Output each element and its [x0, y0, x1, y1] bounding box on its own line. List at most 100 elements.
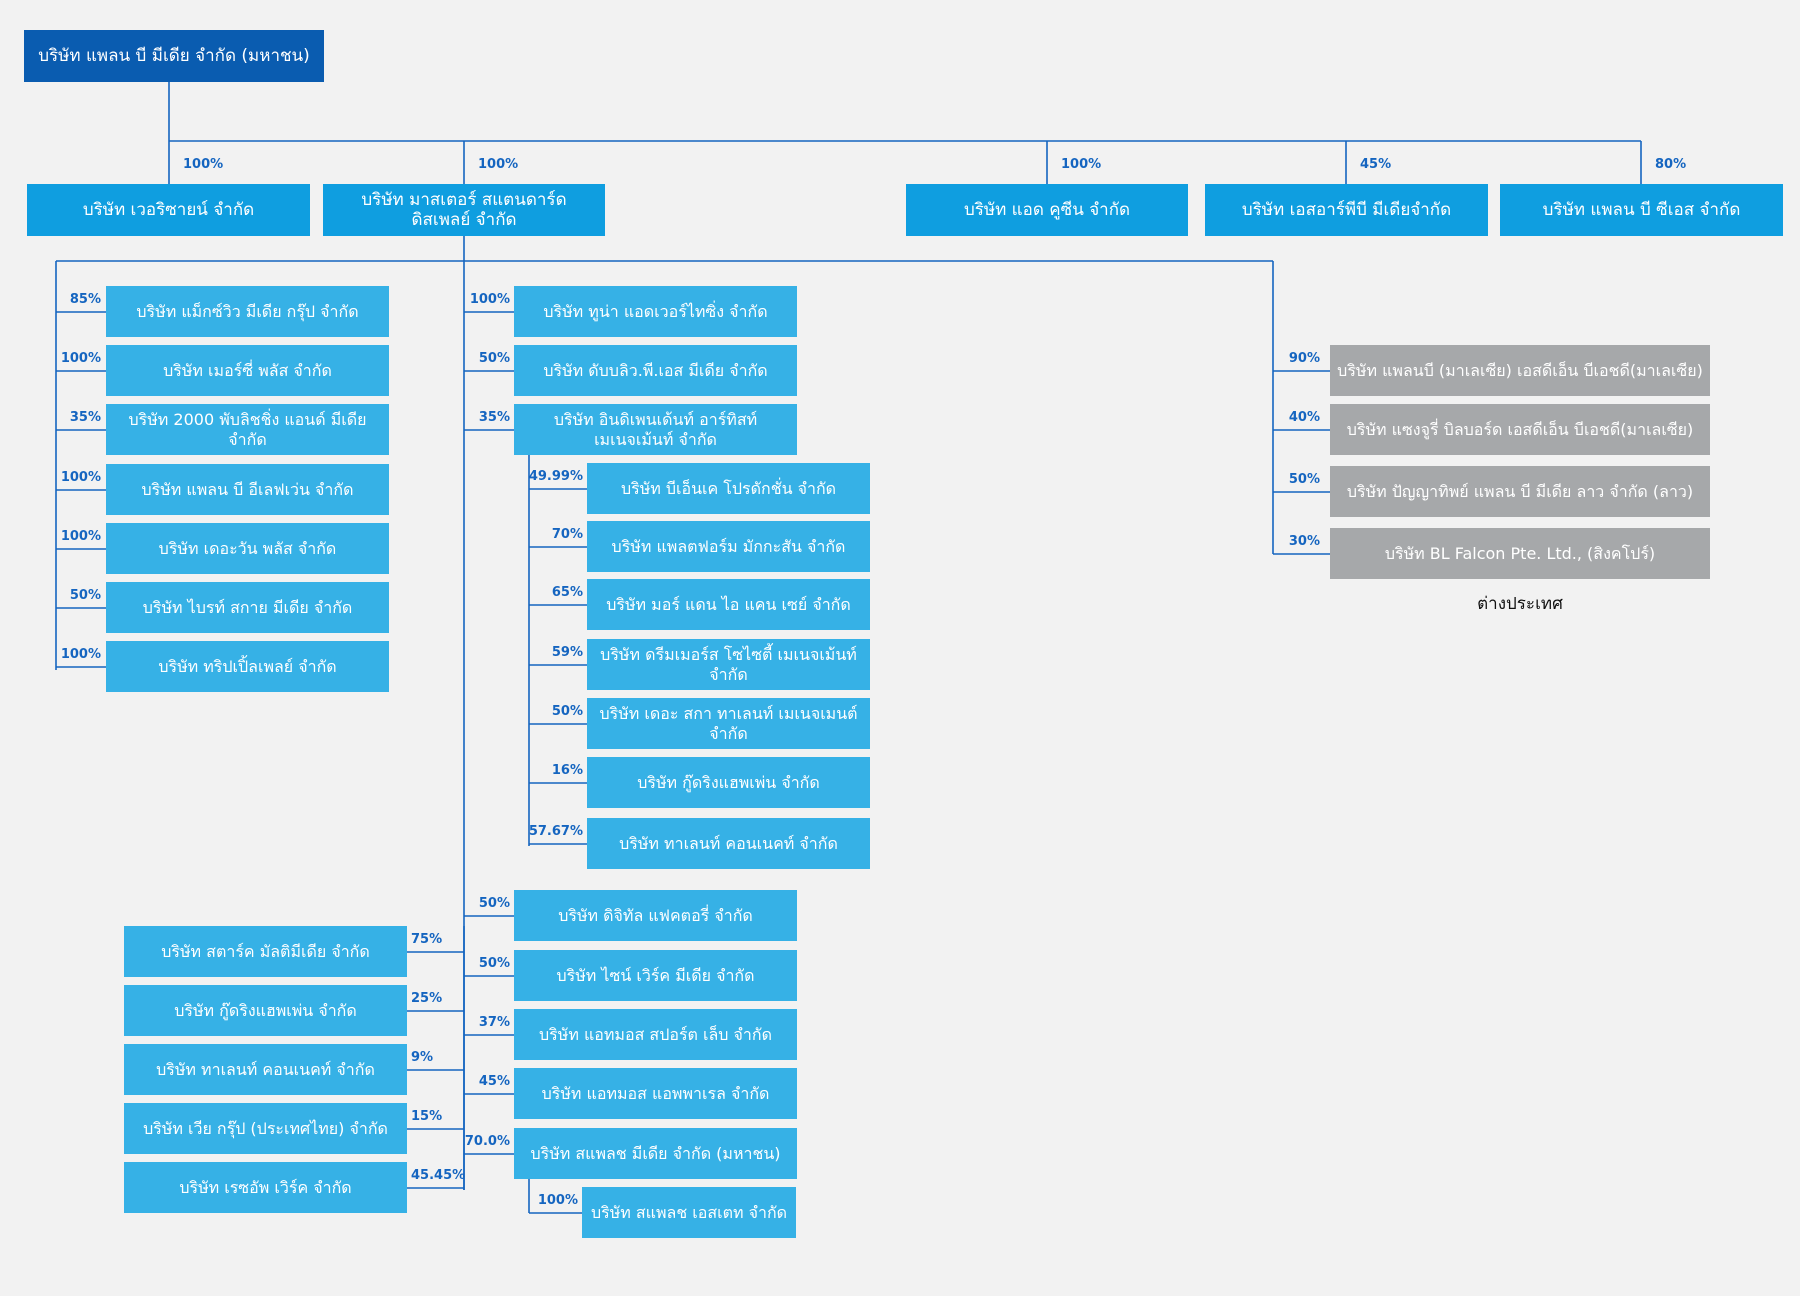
center-group-percentage: 100% [469, 292, 510, 307]
iam-subsidiary-box-label: บริษัท เดอะ สกา ทาเลนท์ เมเนจเมนต์ จำกัด [599, 703, 858, 743]
lower-right-percentage: 50% [478, 956, 510, 971]
center-group-company-box-label: บริษัท อินดิเพนเด้นท์ อาร์ทิสท์ เมเนจเม้… [553, 409, 758, 449]
foreign-percentage: 30% [1288, 534, 1320, 549]
left-group-company-box-label: บริษัท เดอะวัน พลัส จำกัด [158, 538, 337, 558]
splash-percentage: 100% [537, 1193, 578, 1208]
foreign-caption: ต่างประเทศ [1477, 594, 1563, 614]
lower-left-company-box-label: บริษัท เรซอัพ เวิร์ค จำกัด [179, 1177, 352, 1197]
iam-subsidiary-box: บริษัท ทาเลนท์ คอนเนคท์ จำกัด [587, 818, 870, 869]
foreign-percentage: 40% [1288, 410, 1320, 425]
foreign-company-box-label: บริษัท BL Falcon Pte. Ltd., (สิงคโปร์) [1384, 543, 1656, 563]
iam-subsidiary-box-label: บริษัท ทาเลนท์ คอนเนคท์ จำกัด [619, 833, 838, 853]
lower-left-company-box-label: บริษัท สตาร์ค มัลติมีเดีย จำกัด [161, 941, 370, 961]
left-group-company-box-label: บริษัท ทริปเปิ้ลเพลย์ จำกัด [158, 656, 337, 676]
level1-percentage: 100% [183, 157, 224, 172]
level1-percentage: 80% [1655, 157, 1687, 172]
lower-right-percentage: 37% [478, 1015, 510, 1030]
center-group-company-box: บริษัท ทูน่า แอดเวอร์ไทซิ่ง จำกัด [514, 286, 797, 337]
level1-company-box-label: บริษัท เวอริซายน์ จำกัด [82, 200, 255, 220]
lower-left-percentage: 15% [411, 1109, 443, 1124]
level1-company-box-label: บริษัท มาสเตอร์ สแตนดาร์ด ดิสเพลย์ จำกัด [361, 190, 567, 230]
lower-right-company-box: บริษัท แอทมอส แอพพาเรล จำกัด [514, 1068, 797, 1119]
lower-right-company-box: บริษัท แอทมอส สปอร์ต เล็บ จำกัด [514, 1009, 797, 1060]
lower-right-percentage: 50% [478, 896, 510, 911]
left-group-company-box: บริษัท 2000 พับลิชชิ่ง แอนด์ มีเดีย จำกั… [106, 404, 389, 455]
lower-left-company-box-label: บริษัท กู๊ดริงแฮพเพ่น จำกัด [174, 1000, 357, 1020]
level1-percentage: 45% [1360, 157, 1392, 172]
iam-subsidiary-box-label: บริษัท บีเอ็นเค โปรดักชั่น จำกัด [620, 478, 837, 498]
iam-subsidiary-box: บริษัท บีเอ็นเค โปรดักชั่น จำกัด [587, 463, 870, 514]
level1-company-box: บริษัท มาสเตอร์ สแตนดาร์ด ดิสเพลย์ จำกัด [323, 184, 605, 236]
level1-company-box-label: บริษัท แอด คูซีน จำกัด [963, 200, 1131, 220]
center-group-percentage: 35% [478, 410, 510, 425]
foreign-company-box: บริษัท แพลนบี (มาเลเซีย) เอสดีเอ็น บีเอช… [1330, 345, 1710, 396]
foreign-company-box-label: บริษัท แซงจูรี่ บิลบอร์ด เอสดีเอ็น บีเอช… [1346, 419, 1694, 439]
iam-subsidiary-box-label: บริษัท ดรีมเมอร์ส โซไซตี้ เมเนจเม้นท์ จำ… [600, 644, 857, 684]
lower-right-company-box: บริษัท ดิจิทัล แฟคตอรี่ จำกัด [514, 890, 797, 941]
center-group-company-box-label: บริษัท ทูน่า แอดเวอร์ไทซิ่ง จำกัด [543, 301, 768, 321]
lower-right-company-box-label: บริษัท ไซน์ เวิร์ค มีเดีย จำกัด [556, 965, 755, 985]
center-group-percentage: 50% [478, 351, 510, 366]
iam-subsidiary-box-label: บริษัท แพลตฟอร์ม มักกะสัน จำกัด [611, 536, 846, 556]
left-group-company-box-label: บริษัท เมอร์ซี่ พลัส จำกัด [163, 360, 332, 380]
iam-subsidiary-box-label: บริษัท มอร์ แดน ไอ แคน เซย์ จำกัด [606, 594, 851, 614]
iam-subsidiary-box: บริษัท กู๊ดริงแฮพเพ่น จำกัด [587, 757, 870, 808]
lower-right-company-box-label: บริษัท แอทมอส สปอร์ต เล็บ จำกัด [539, 1024, 772, 1044]
lower-right-company-box-label: บริษัท ดิจิทัล แฟคตอรี่ จำกัด [558, 905, 753, 925]
level1-company-box-label: บริษัท เอสอาร์พีบี มีเดียจำกัด [1241, 200, 1452, 220]
left-group-company-box: บริษัท แพลน บี อีเลฟเว่น จำกัด [106, 464, 389, 515]
center-group-company-box: บริษัท อินดิเพนเด้นท์ อาร์ทิสท์ เมเนจเม้… [514, 404, 797, 455]
lower-left-company-box: บริษัท กู๊ดริงแฮพเพ่น จำกัด [124, 985, 407, 1036]
lower-left-percentage: 25% [411, 991, 443, 1006]
left-group-percentage: 35% [69, 410, 101, 425]
iam-subsidiary-box: บริษัท ดรีมเมอร์ส โซไซตี้ เมเนจเม้นท์ จำ… [587, 639, 870, 690]
lower-right-company-box: บริษัท ไซน์ เวิร์ค มีเดีย จำกัด [514, 950, 797, 1001]
lower-right-percentage: 70.0% [464, 1134, 510, 1149]
lower-right-company-box: บริษัท สแพลช มีเดีย จำกัด (มหาชน) [514, 1128, 797, 1179]
left-group-company-box-label: บริษัท ไบรท์ สกาย มีเดีย จำกัด [142, 597, 353, 617]
left-group-company-box: บริษัท ไบรท์ สกาย มีเดีย จำกัด [106, 582, 389, 633]
lower-right-percentage: 45% [478, 1074, 510, 1089]
center-group-company-box: บริษัท ดับบลิว.พี.เอส มีเดีย จำกัด [514, 345, 797, 396]
foreign-percentage: 50% [1288, 472, 1320, 487]
iam-subsidiary-box: บริษัท มอร์ แดน ไอ แคน เซย์ จำกัด [587, 579, 870, 630]
lower-left-company-box-label: บริษัท เวีย กรุ๊ป (ประเทศไทย) จำกัด [143, 1118, 388, 1138]
level1-percentage: 100% [478, 157, 519, 172]
foreign-company-box: บริษัท แซงจูรี่ บิลบอร์ด เอสดีเอ็น บีเอช… [1330, 404, 1710, 455]
left-group-company-box-label: บริษัท แม็กซ์วิว มีเดีย กรุ๊ป จำกัด [136, 301, 359, 321]
left-group-percentage: 100% [60, 529, 101, 544]
level1-percentage: 100% [1061, 157, 1102, 172]
level1-company-box: บริษัท แพลน บี ซีเอส จำกัด [1500, 184, 1783, 236]
iam-subsidiary-box: บริษัท เดอะ สกา ทาเลนท์ เมเนจเมนต์ จำกัด [587, 698, 870, 749]
iam-percentage: 50% [551, 704, 583, 719]
lower-left-company-box: บริษัท สตาร์ค มัลติมีเดีย จำกัด [124, 926, 407, 977]
foreign-percentage: 90% [1288, 351, 1320, 366]
lower-left-company-box: บริษัท เวีย กรุ๊ป (ประเทศไทย) จำกัด [124, 1103, 407, 1154]
left-group-company-box-label: บริษัท 2000 พับลิชชิ่ง แอนด์ มีเดีย จำกั… [128, 409, 367, 449]
left-group-company-box: บริษัท เดอะวัน พลัส จำกัด [106, 523, 389, 574]
lower-right-company-box-label: บริษัท แอทมอส แอพพาเรล จำกัด [541, 1083, 770, 1103]
level1-company-box: บริษัท เวอริซายน์ จำกัด [27, 184, 310, 236]
left-group-company-box-label: บริษัท แพลน บี อีเลฟเว่น จำกัด [141, 479, 354, 499]
foreign-company-box-label: บริษัท ปัญญาทิพย์ แพลน บี มีเดีย ลาว จำก… [1346, 481, 1694, 501]
foreign-company-box: บริษัท BL Falcon Pte. Ltd., (สิงคโปร์) [1330, 528, 1710, 579]
level1-company-box: บริษัท เอสอาร์พีบี มีเดียจำกัด [1205, 184, 1488, 236]
root-company-name: บริษัท แพลน บี มีเดีย จำกัด (มหาชน) [38, 46, 310, 66]
left-group-company-box: บริษัท ทริปเปิ้ลเพลย์ จำกัด [106, 641, 389, 692]
lower-left-company-box: บริษัท เรซอัพ เวิร์ค จำกัด [124, 1162, 407, 1213]
lower-left-percentage: 45.45% [411, 1168, 466, 1183]
lower-right-company-box-label: บริษัท สแพลช มีเดีย จำกัด (มหาชน) [530, 1143, 781, 1163]
lower-left-percentage: 75% [411, 932, 443, 947]
iam-percentage: 65% [551, 585, 583, 600]
left-group-company-box: บริษัท เมอร์ซี่ พลัส จำกัด [106, 345, 389, 396]
center-group-company-box-label: บริษัท ดับบลิว.พี.เอส มีเดีย จำกัด [543, 360, 768, 380]
left-group-percentage: 100% [60, 647, 101, 662]
root-company-box: บริษัท แพลน บี มีเดีย จำกัด (มหาชน) [24, 30, 324, 82]
left-group-percentage: 100% [60, 470, 101, 485]
lower-left-percentage: 9% [411, 1050, 434, 1065]
iam-percentage: 59% [551, 645, 583, 660]
foreign-company-box: บริษัท ปัญญาทิพย์ แพลน บี มีเดีย ลาว จำก… [1330, 466, 1710, 517]
level1-company-box-label: บริษัท แพลน บี ซีเอส จำกัด [1542, 200, 1741, 220]
iam-subsidiary-box-label: บริษัท กู๊ดริงแฮพเพ่น จำกัด [637, 772, 820, 792]
